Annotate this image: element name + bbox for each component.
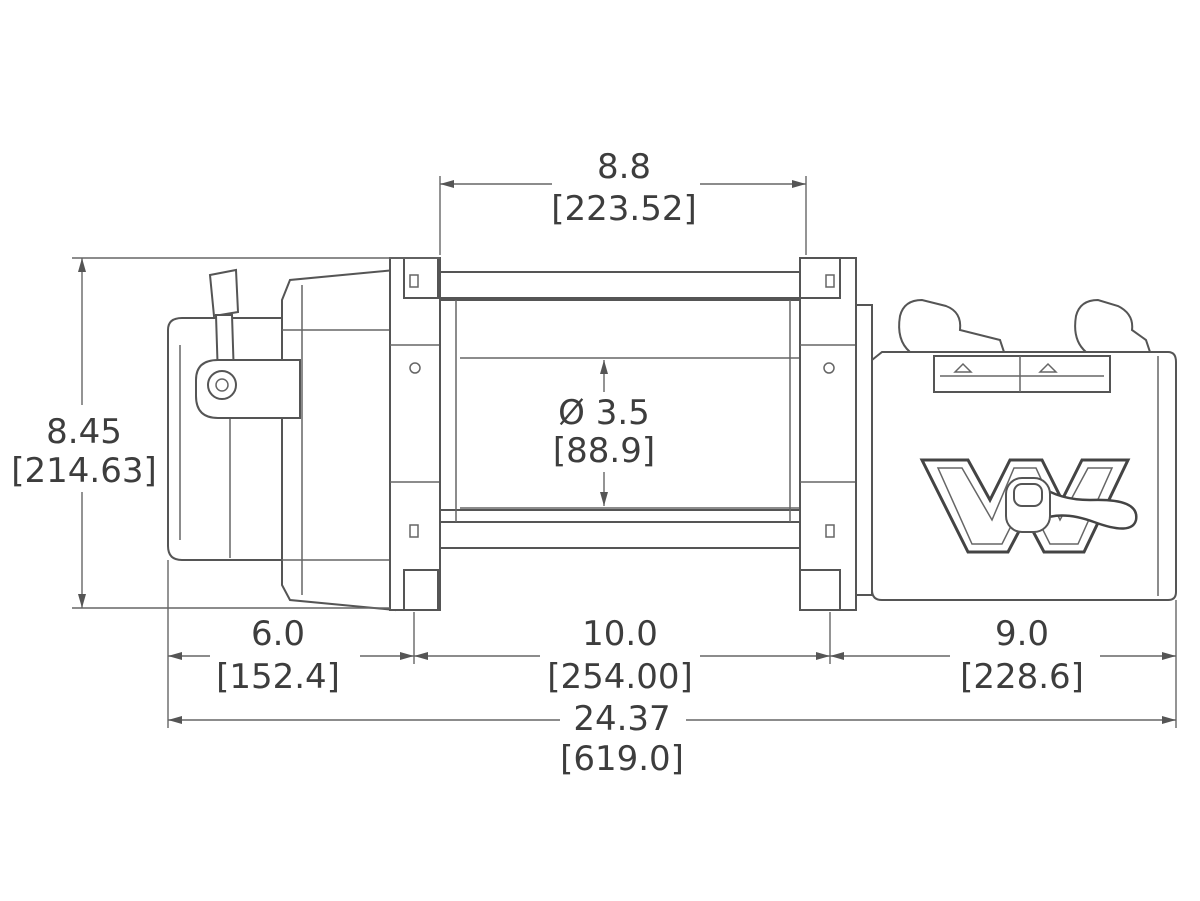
dimension-drum-diameter [600, 360, 608, 506]
cable-drum [439, 271, 805, 549]
overall-length-inches: 24.37 [573, 699, 670, 739]
dimension-height [72, 257, 440, 609]
dimension-drum-length [439, 176, 807, 255]
control-box [871, 298, 1177, 601]
right-end-plate [799, 257, 873, 611]
drum-diameter-inches: Ø 3.5 [558, 393, 650, 433]
control-length-mm: [228.6] [960, 657, 1084, 697]
height-mm: [214.63] [11, 451, 157, 491]
brand-w-logo [919, 458, 1138, 554]
left-end-plate [389, 257, 441, 611]
control-length-inches: 9.0 [995, 614, 1049, 654]
mount-spacing-inches: 10.0 [582, 614, 658, 654]
drum-diameter-mm: [88.9] [553, 431, 655, 471]
clutch-lever [195, 268, 301, 419]
motor-length-mm: [152.4] [216, 657, 340, 697]
drum-length-mm: [223.52] [551, 189, 697, 229]
drum-length-inches: 8.8 [597, 147, 651, 187]
overall-length-mm: [619.0] [560, 739, 684, 779]
dimension-bottom-segments [167, 560, 1177, 728]
motor-housing [167, 268, 396, 612]
mount-spacing-mm: [254.00] [547, 657, 693, 697]
motor-length-inches: 6.0 [251, 614, 305, 654]
height-inches: 8.45 [46, 412, 122, 452]
